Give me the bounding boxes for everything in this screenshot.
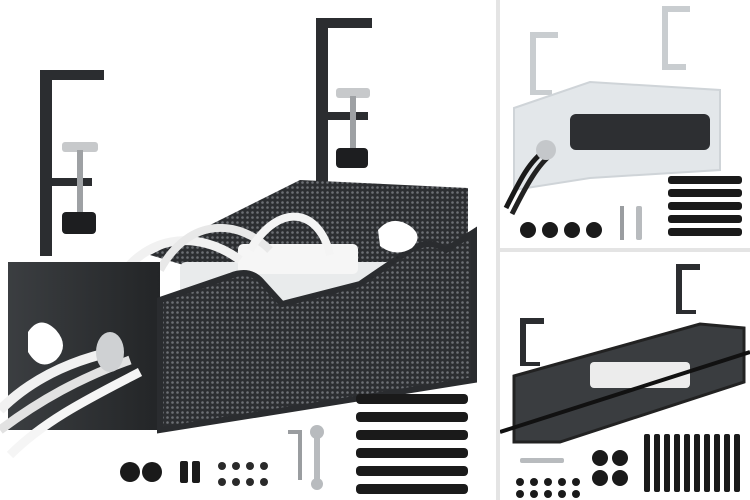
long-tray-illustration [500,264,750,498]
accessory-screws [516,478,580,498]
installed-long-tray-photo [500,252,750,500]
wrench-icon [310,425,324,490]
tray-cable-slot-right [378,220,418,253]
main-product-photo [0,18,477,494]
desk-clamp-right [316,18,372,190]
exit-cable [500,350,750,434]
cable-tray-main-illustration [0,18,477,494]
exit-cables [0,332,143,459]
desk-clamp-left [520,318,544,366]
tray-front-wall [157,226,477,434]
power-strip [570,114,710,150]
cable-ties [644,434,740,492]
cable-ties [668,176,742,236]
transparent-tray-photo [500,0,750,248]
allen-key [288,430,302,480]
accessory-screws [218,462,268,486]
tray-cable-slot-left [28,322,63,365]
accessory-grommets [592,450,628,486]
cable-grommet [536,140,556,160]
desk-clamp-left [40,70,104,256]
panel-divider-horizontal [500,248,750,252]
power-strip [590,362,690,388]
desk-clamp-left [530,32,558,95]
cable-ties [356,394,468,494]
desk-clamp-right [676,264,700,314]
accessory-grommets [120,461,200,483]
panel-divider-vertical [496,0,500,500]
desk-clamp-right [662,6,690,70]
tray-left-wall [8,262,160,430]
transparent-tray-illustration [503,6,742,240]
wrench-icon [520,458,564,463]
accessory-row [520,206,642,240]
